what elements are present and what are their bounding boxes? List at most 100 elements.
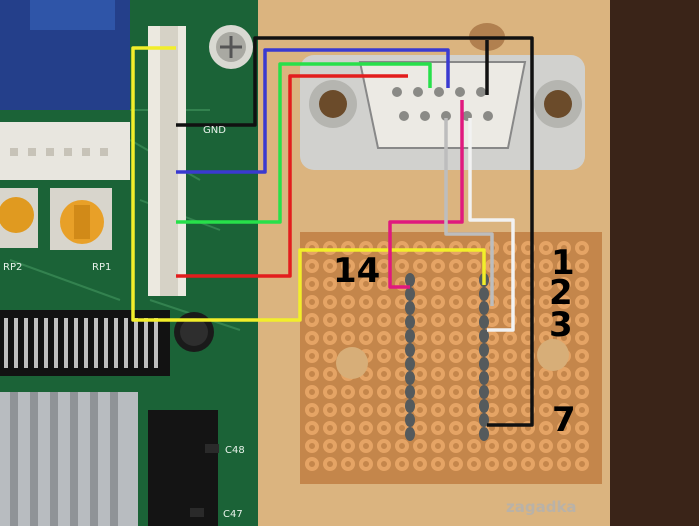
perfboard-hole <box>341 241 355 255</box>
perfboard-hole <box>557 385 571 399</box>
perfboard-hole <box>485 457 499 471</box>
perfboard-hole <box>449 241 463 255</box>
solder-joint <box>405 371 415 385</box>
perfboard-hole <box>467 421 481 435</box>
perfboard-hole <box>413 349 427 363</box>
perfboard-hole <box>395 439 409 453</box>
perfboard-hole <box>431 241 445 255</box>
perfboard-hole <box>323 439 337 453</box>
solder-joint <box>405 287 415 301</box>
perfboard-hole <box>341 385 355 399</box>
perfboard-hole <box>503 367 517 381</box>
solder-joint <box>479 357 489 371</box>
perfboard-hole <box>503 421 517 435</box>
pin-label-2: 2 <box>549 273 573 313</box>
perfboard-hole <box>521 457 535 471</box>
perfboard-hole <box>557 277 571 291</box>
perfboard-hole <box>413 241 427 255</box>
perfboard-hole <box>431 277 445 291</box>
perfboard-hole <box>431 403 445 417</box>
blue-wire <box>176 48 450 174</box>
perfboard-hole <box>503 277 517 291</box>
solder-joint <box>405 357 415 371</box>
perfboard-hole <box>413 457 427 471</box>
perfboard-hole <box>449 403 463 417</box>
perfboard-hole <box>503 439 517 453</box>
perfboard-hole <box>377 295 391 309</box>
perfboard-hole <box>539 241 553 255</box>
perfboard-hole <box>575 367 589 381</box>
green-wire <box>176 62 432 224</box>
perfboard-hole <box>341 295 355 309</box>
solder-joint <box>405 329 415 343</box>
perfboard-hole <box>557 313 571 327</box>
perfboard-hole <box>467 331 481 345</box>
perfboard-hole <box>377 331 391 345</box>
perfboard-hole <box>359 439 373 453</box>
perfboard-hole <box>575 313 589 327</box>
perfboard-hole <box>413 259 427 273</box>
perfboard-hole <box>323 313 337 327</box>
perfboard-hole <box>377 439 391 453</box>
perfboard-hole <box>305 331 319 345</box>
perfboard-hole <box>323 331 337 345</box>
solder-joint <box>479 413 489 427</box>
silk-gnd: GND <box>203 125 226 136</box>
perfboard-hole <box>341 277 355 291</box>
solder-joint <box>479 329 489 343</box>
perfboard-hole <box>377 367 391 381</box>
perfboard-hole <box>395 295 409 309</box>
perfboard-hole <box>323 277 337 291</box>
perfboard-hole <box>485 439 499 453</box>
perfboard-hole <box>377 403 391 417</box>
perfboard-hole <box>341 331 355 345</box>
perfboard-hole <box>575 295 589 309</box>
perfboard-hole <box>431 385 445 399</box>
perfboard-hole <box>341 439 355 453</box>
perfboard-hole <box>431 259 445 273</box>
perfboard-hole <box>359 331 373 345</box>
perfboard-hole <box>575 421 589 435</box>
perfboard-hole <box>413 313 427 327</box>
perfboard-hole <box>467 313 481 327</box>
perfboard-hole <box>557 331 571 345</box>
perfboard-hole <box>575 331 589 345</box>
solder-joint <box>479 315 489 329</box>
perfboard-hole <box>413 421 427 435</box>
perfboard-hole <box>557 367 571 381</box>
perfboard-hole <box>395 421 409 435</box>
perfboard-hole <box>377 385 391 399</box>
perfboard-hole <box>359 403 373 417</box>
perfboard-hole <box>323 259 337 273</box>
perfboard-hole <box>413 331 427 345</box>
perfboard-hole <box>575 277 589 291</box>
perfboard-hole <box>449 295 463 309</box>
perfboard-hole <box>359 277 373 291</box>
perfboard-hole <box>557 259 571 273</box>
perfboard-hole <box>431 295 445 309</box>
perfboard-hole <box>305 367 319 381</box>
perfboard-hole <box>575 385 589 399</box>
perfboard-hole <box>323 367 337 381</box>
perfboard-hole <box>341 421 355 435</box>
perfboard-hole <box>575 457 589 471</box>
solder-joint <box>479 287 489 301</box>
perfboard-hole <box>503 331 517 345</box>
perfboard-hole <box>575 259 589 273</box>
solder-joint <box>479 385 489 399</box>
perfboard-hole <box>575 403 589 417</box>
pin-label-14: 14 <box>333 251 381 291</box>
perfboard-hole <box>431 313 445 327</box>
solder-joint <box>479 343 489 357</box>
perfboard-hole <box>575 241 589 255</box>
perfboard-hole <box>395 241 409 255</box>
solder-joint <box>405 315 415 329</box>
db15-d-sub <box>358 61 527 149</box>
silk-rp1: RP1 <box>92 262 112 273</box>
solder-joint <box>479 371 489 385</box>
perfboard-hole <box>359 385 373 399</box>
perfboard-hole <box>323 295 337 309</box>
perfboard-hole <box>539 259 553 273</box>
pin-label-7: 7 <box>552 400 576 440</box>
